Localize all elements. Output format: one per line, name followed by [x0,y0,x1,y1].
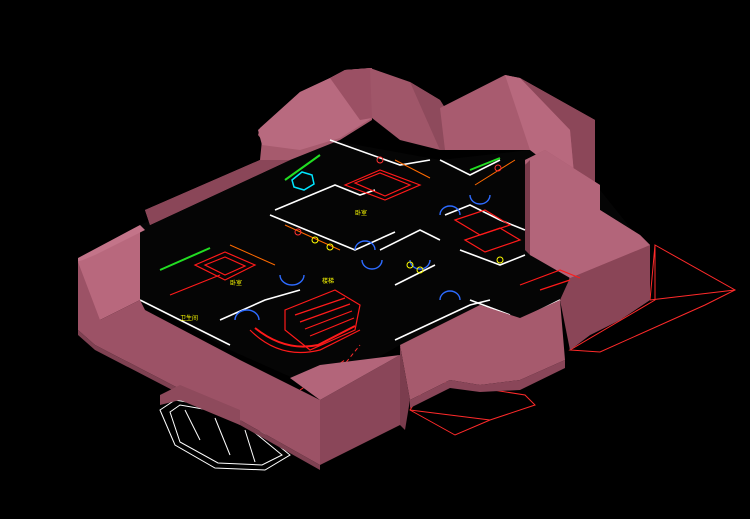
room-label-a: 卧室 [355,209,367,217]
floor-slab [140,140,640,390]
room-label-stair: 楼梯 [322,277,334,285]
room-label-b: 卧室 [230,279,242,287]
exterior-walls [145,68,650,350]
roof-outline-icon [409,244,737,436]
front-walls [78,225,565,470]
terrace-wall [160,385,240,425]
room-label-c: 卫生间 [180,314,198,322]
